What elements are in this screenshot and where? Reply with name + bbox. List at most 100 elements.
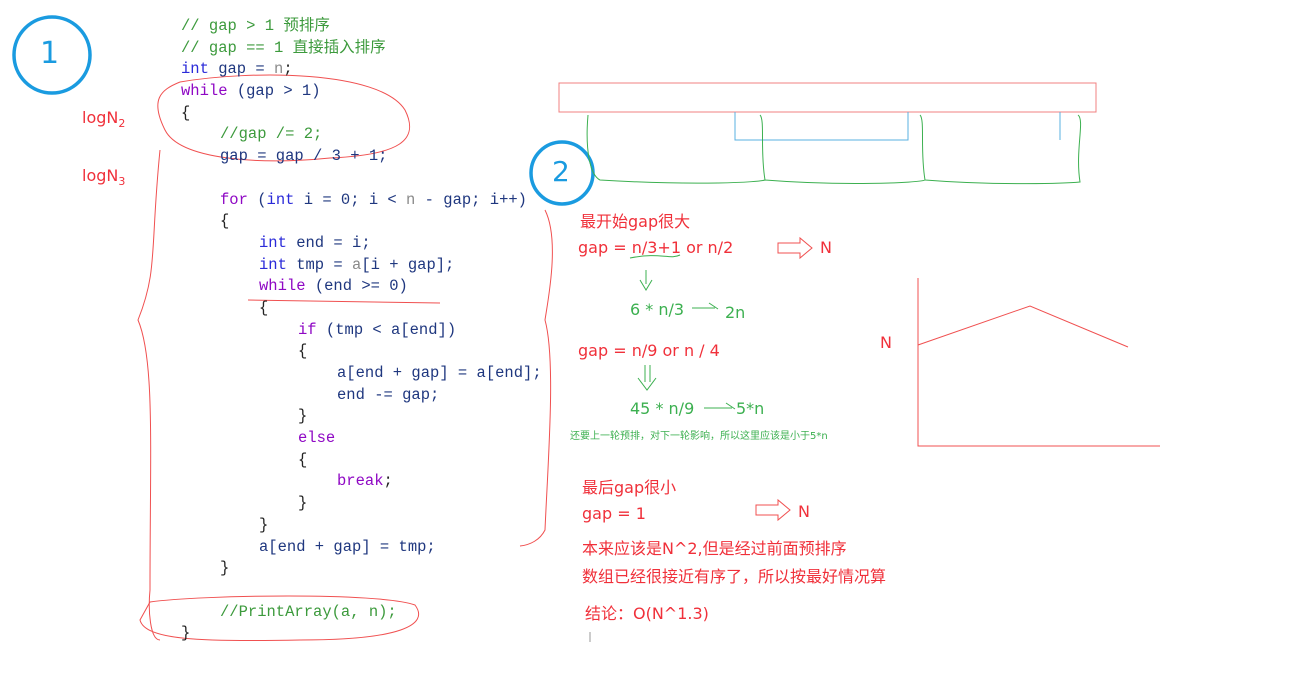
code-line: }: [181, 558, 542, 580]
code-line: {: [181, 103, 542, 125]
note-step1-result: 2n: [725, 303, 746, 322]
code-token: // gap > 1 预排序: [181, 17, 330, 35]
code-line: int tmp = a[i + gap];: [181, 255, 542, 277]
code-line: [181, 168, 542, 190]
code-token: ;: [383, 472, 393, 491]
code-token: - gap; i++): [415, 190, 527, 209]
note-remark: 还要上一轮预排，对下一轮影响，所以这里应该是小于5*n: [570, 431, 828, 442]
code-line: else: [181, 428, 542, 450]
code-token: int: [259, 233, 287, 252]
code-token: {: [298, 342, 308, 361]
code-token: // gap == 1 直接插入排序: [181, 38, 386, 57]
code-token: n: [406, 190, 416, 209]
code-token: ;: [283, 60, 293, 79]
code-line: while (end >= 0): [181, 276, 542, 298]
arrow-down-icon: [637, 365, 657, 391]
underline-green: [629, 254, 681, 259]
code-token: //PrintArray(a, n);: [220, 602, 397, 621]
code-token: (tmp < a[end]): [316, 320, 457, 339]
code-token: (end >= 0): [305, 277, 408, 296]
print-circle: [139, 595, 420, 642]
code-token: gap =: [208, 60, 275, 79]
code-line: for (int i = 0; i < n - gap; i++): [181, 190, 542, 212]
code-line: end -= gap;: [181, 385, 542, 407]
code-line: {: [181, 450, 542, 472]
note-gap1-result: N: [820, 238, 832, 257]
code-line: break;: [181, 471, 542, 493]
array-box: [558, 82, 1097, 113]
while-loop-circle: [157, 74, 411, 162]
arrow-right-icon: [692, 302, 719, 310]
arrow-right-icon: [755, 498, 791, 522]
code-token: else: [298, 429, 336, 448]
code-token: }: [298, 494, 308, 513]
code-token: a: [352, 255, 362, 274]
note-end-small: 最后gap很小: [582, 478, 677, 497]
note-gap2: gap = n/9 or n / 4: [578, 341, 720, 360]
code-line: gap = gap / 3 + 1;: [181, 146, 542, 168]
underline: [247, 299, 441, 304]
code-block: // gap > 1 预排序 // gap == 1 直接插入排序 int gap …: [181, 16, 542, 645]
code-line: //PrintArray(a, n);: [181, 602, 542, 624]
marker-2: 2: [552, 155, 570, 188]
note-gap-last-result: N: [798, 502, 810, 521]
code-line: int end = i;: [181, 233, 542, 255]
note-explain-1: 本来应该是N^2,但是经过前面预排序: [582, 539, 847, 558]
code-token: int: [266, 190, 295, 209]
code-token: n: [274, 60, 284, 79]
code-token: for: [220, 190, 248, 209]
code-line: }: [181, 406, 542, 428]
code-token: if: [298, 320, 317, 339]
code-line: [181, 580, 542, 602]
graph-axes: [917, 278, 1160, 447]
note-step2-result: 5*n: [736, 399, 765, 418]
green-groups: [586, 114, 1082, 185]
code-token: }: [298, 407, 308, 426]
note-step2: 45 * n/9: [630, 399, 695, 418]
note-gap-last: gap = 1: [582, 504, 646, 523]
outer-brace: [137, 149, 161, 641]
code-line: }: [181, 493, 542, 515]
code-token: (gap > 1): [227, 82, 321, 101]
code-token: end = i;: [286, 233, 371, 252]
code-token: }: [220, 559, 230, 578]
code-line: {: [181, 211, 542, 233]
code-line: while (gap > 1): [181, 81, 542, 103]
code-token: tmp =: [286, 255, 353, 274]
note-explain-2: 数组已经很接近有序了，所以按最好情况算: [582, 567, 887, 586]
code-token: end -= gap;: [337, 385, 440, 404]
code-token: int: [259, 255, 287, 274]
code-line: //gap /= 2;: [181, 124, 542, 146]
code-token: a[end + gap] = tmp;: [259, 537, 436, 556]
code-token: while: [181, 82, 228, 101]
code-token: }: [181, 624, 191, 643]
arrow-down-icon: [639, 270, 653, 291]
graph-label-n: N: [880, 333, 892, 352]
code-line: if (tmp < a[end]): [181, 320, 542, 342]
code-token: int: [181, 60, 209, 79]
code-token: a[end + gap] = a[end];: [337, 364, 542, 382]
code-line: }: [181, 623, 542, 645]
note-step1: 6 * n/3: [630, 300, 685, 319]
code-token: {: [298, 450, 308, 469]
code-line: {: [181, 341, 542, 363]
code-line: {: [181, 298, 542, 320]
marker-circle-2: [529, 140, 595, 206]
log-label-2: logN3: [82, 166, 126, 189]
code-token: [i + gap];: [361, 255, 455, 274]
code-line: }: [181, 515, 542, 537]
code-token: {: [259, 298, 269, 317]
log-label-1: logN2: [82, 108, 126, 131]
marker-1: 1: [40, 36, 60, 71]
code-token: {: [220, 212, 230, 231]
marker-circle-1: [12, 15, 92, 95]
code-token: }: [259, 515, 269, 534]
code-line: // gap == 1 直接插入排序: [181, 38, 542, 60]
code-token: while: [259, 277, 306, 296]
code-line: a[end + gap] = a[end];: [181, 363, 542, 385]
arrow-right-icon: [777, 236, 813, 260]
code-token: gap = gap / 3 + 1;: [220, 147, 388, 166]
code-token: break: [337, 472, 384, 491]
code-token: i = 0; i <: [294, 190, 407, 209]
